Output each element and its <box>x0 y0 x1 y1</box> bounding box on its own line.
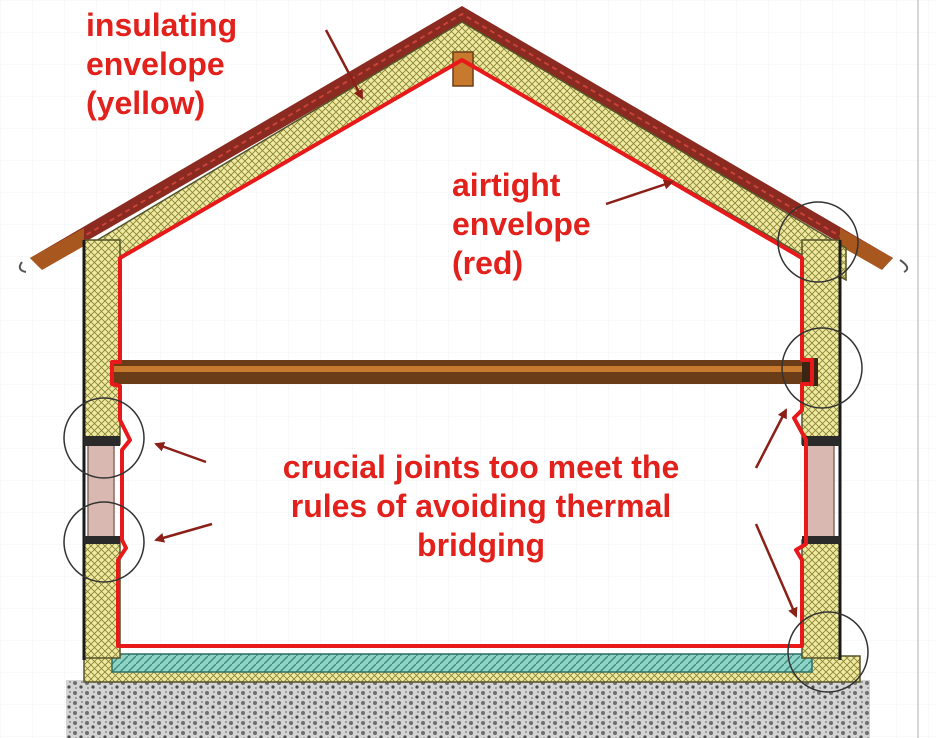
joint-circle-right-beam <box>781 327 863 409</box>
joint-circle-right-eave <box>777 201 859 283</box>
airtight-envelope-line <box>110 58 814 648</box>
label-line: (red) <box>452 245 524 281</box>
crucial-joints-label: crucial joints too meet the rules of avo… <box>238 448 724 565</box>
left-wall-upper-insulation <box>83 239 121 445</box>
gravel-ground <box>66 680 870 738</box>
left-gutter <box>18 261 27 273</box>
joint-circle-left-upper <box>63 397 145 479</box>
right-gutter <box>899 259 909 273</box>
joint-arrow-right-floor <box>754 523 798 618</box>
left-wall-lower-insulation <box>83 539 121 659</box>
right-wall-upper-insulation <box>801 239 841 445</box>
right-window-sill <box>802 536 840 544</box>
airtight-arrow <box>605 179 674 206</box>
roof-tile-pattern <box>39 12 885 263</box>
right-eave <box>840 228 893 270</box>
label-line: insulating <box>86 7 238 43</box>
right-window <box>805 443 835 541</box>
ridge-beam <box>452 51 474 87</box>
joint-circle-right-floor <box>787 611 869 693</box>
floor-beam-highlight <box>112 366 816 372</box>
joint-arrow-left-upper <box>154 442 207 464</box>
label-line: rules of avoiding thermal <box>290 488 672 524</box>
insulating-arrow <box>324 29 364 100</box>
label-line: crucial joints too meet the <box>282 449 680 485</box>
left-eave <box>30 228 84 270</box>
insulating-envelope-label: insulating envelope (yellow) <box>86 6 237 123</box>
label-line: bridging <box>417 527 545 563</box>
left-window-lintel <box>84 436 120 446</box>
joint-arrow-right-beam <box>754 408 788 469</box>
label-line: envelope <box>452 206 591 242</box>
airtight-envelope-label: airtight envelope (red) <box>452 166 591 283</box>
left-window <box>87 443 115 541</box>
right-wall-lower-insulation <box>801 539 841 659</box>
floor-slab <box>111 653 813 673</box>
left-window-sill <box>84 536 120 544</box>
right-window-lintel <box>802 436 840 446</box>
label-line: airtight <box>452 167 561 203</box>
joint-circle-left-lower <box>63 501 145 583</box>
joint-arrow-left-lower <box>154 522 213 543</box>
label-line: (yellow) <box>86 85 206 121</box>
label-line: envelope <box>86 46 225 82</box>
